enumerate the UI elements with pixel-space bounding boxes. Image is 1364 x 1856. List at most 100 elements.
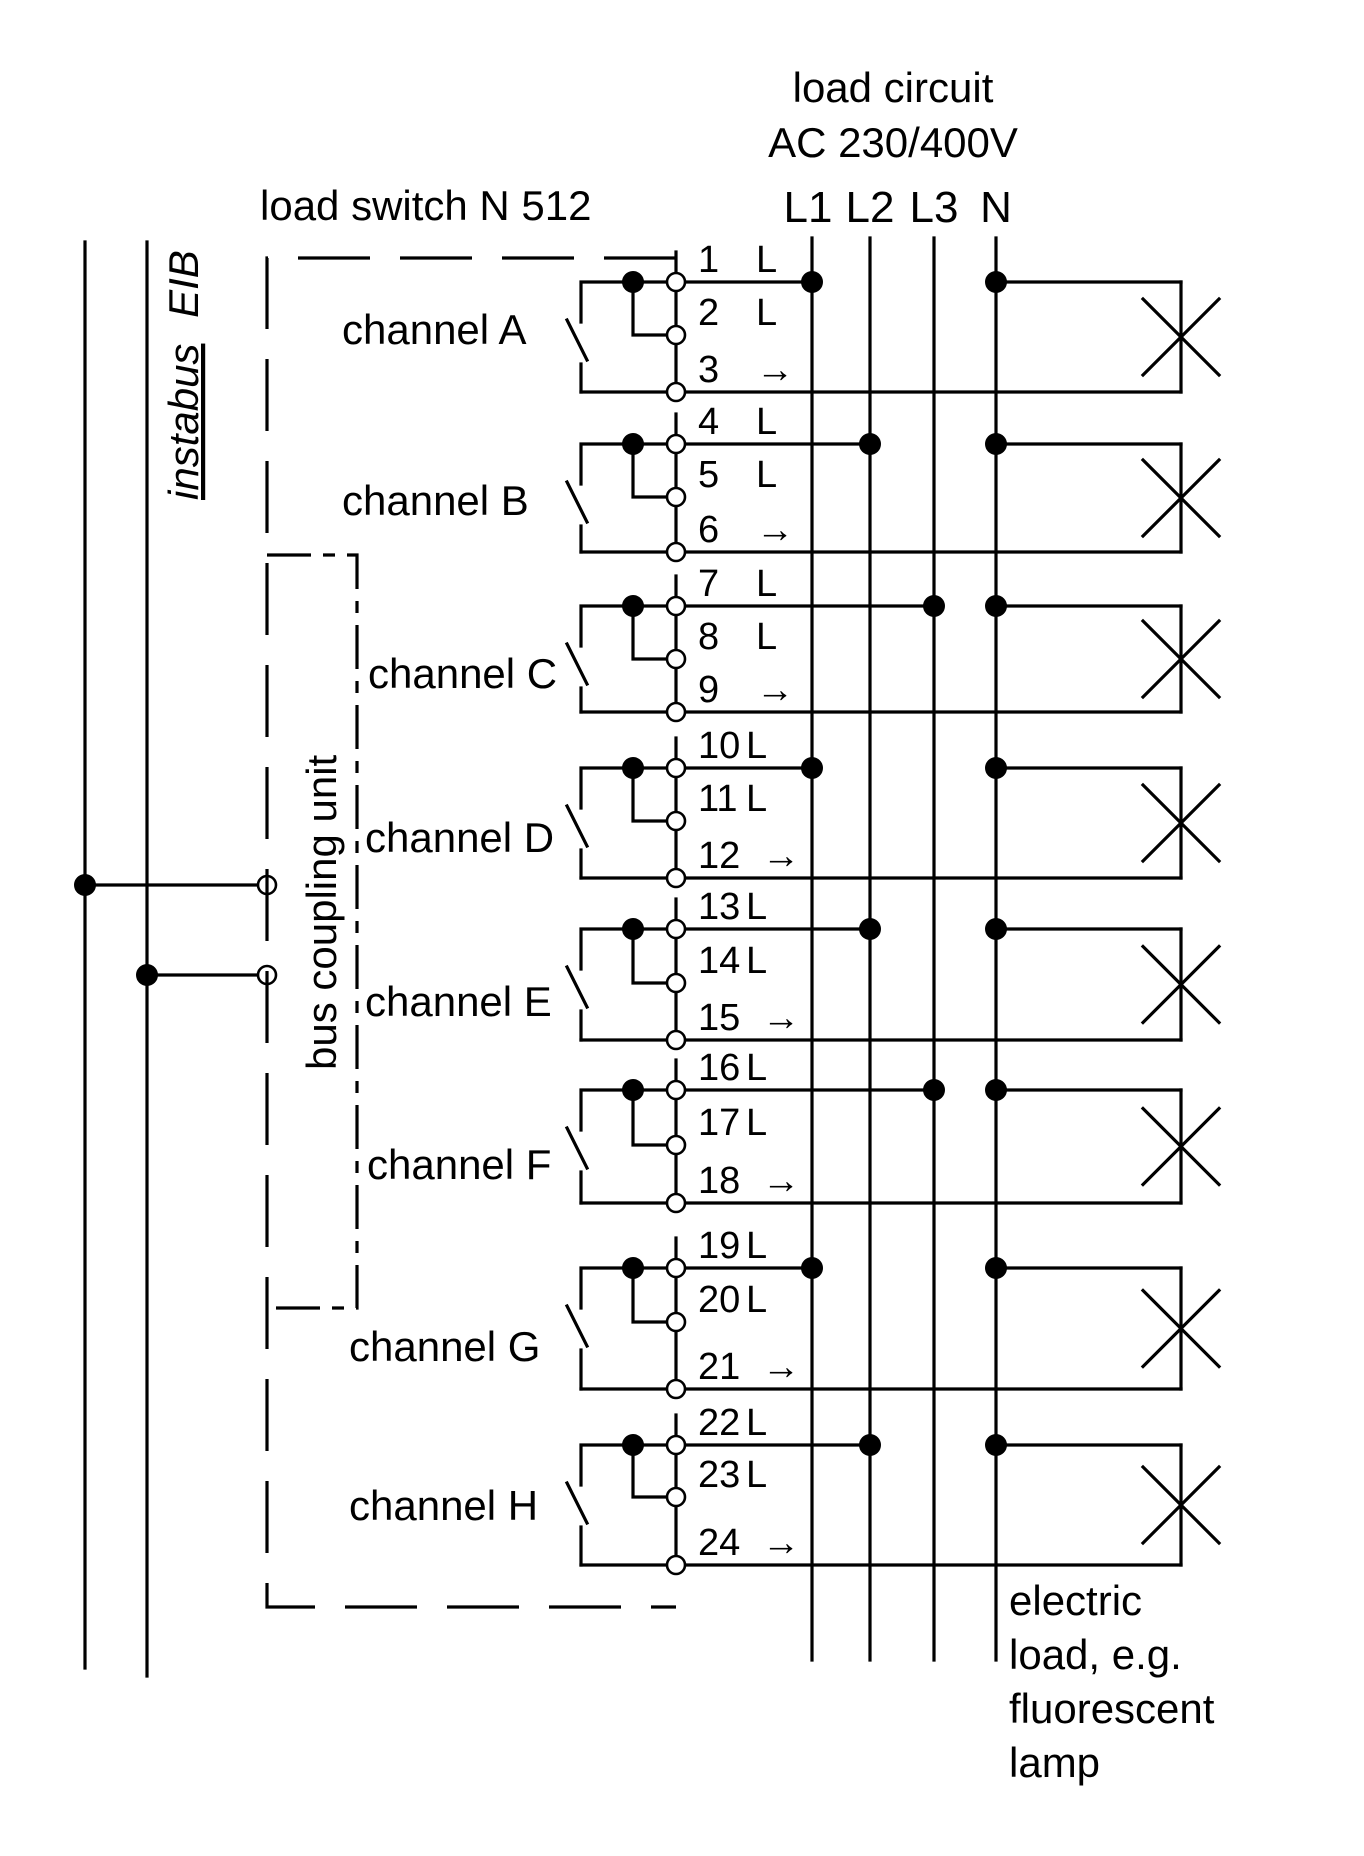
terminal-3 [665,381,687,403]
lamp-icon [1140,618,1222,700]
channel-label: channel H [349,1482,538,1529]
terminal-mark: L [746,1454,767,1496]
lamp-icon [1140,1106,1222,1187]
load-note-line-3: fluorescent [1009,1685,1215,1732]
terminal-number: 2 [698,292,719,334]
bus-label: instabus EIB [160,250,207,500]
switch-contact [564,317,590,363]
channel-label: channel B [342,477,529,524]
bridge-wire [631,442,668,499]
terminal-10 [665,757,687,779]
terminal-13 [665,918,687,940]
terminal-mark: L [756,563,777,605]
bridge-wire [631,280,668,337]
terminal-number: 23 [698,1454,740,1496]
terminal-number: 17 [698,1102,740,1144]
contact-wire-top [579,766,668,810]
bus-label-instabus: instabus [160,344,207,500]
load-circuit-voltage: AC 230/400V [768,119,1018,166]
terminal-22 [665,1434,687,1456]
terminal-mark: L [746,1225,767,1267]
output-arrow-icon: → [762,1160,800,1202]
terminal-16 [665,1079,687,1101]
phase-label-l3: L3 [910,183,959,232]
terminal-number: 24 [698,1522,740,1564]
load-circuit-title: load circuit [793,64,994,111]
terminal-17 [665,1134,687,1156]
bridge-wire [631,1266,668,1324]
terminal-number: 3 [698,349,719,391]
phase-label-l1: L1 [784,183,833,232]
lamp-icon [1140,1464,1222,1546]
load-switch-title: load switch N 512 [260,182,592,229]
terminal-14 [665,972,687,994]
terminal-15 [665,1029,687,1051]
terminal-number: 9 [698,669,719,711]
phase-label-n: N [980,183,1012,232]
bus-coupling-unit-label: bus coupling unit [298,754,345,1070]
channel-label: channel D [365,814,554,861]
terminal-5 [665,486,687,508]
svg-text:instabus EIB: instabus EIB [160,250,207,500]
lamp-icon [1140,1288,1222,1369]
bus-junction-1 [74,874,96,896]
terminal-number: 8 [698,616,719,658]
load-note: electric load, e.g. fluorescent lamp [1009,1577,1226,1786]
contact-wire-top [579,1266,668,1310]
contact-wire-top [579,280,668,324]
output-arrow-icon: → [762,997,800,1039]
terminal-mark: L [746,725,767,767]
load-note-line-1: electric [1009,1577,1142,1624]
terminal-4 [665,433,687,455]
output-arrow-icon: → [756,349,794,391]
lamp-icon [1140,944,1222,1025]
bridge-wire [631,604,668,661]
lamp-icon [1140,296,1222,378]
phase-junction [859,918,881,940]
phase-junction [923,1079,945,1101]
phase-junction [801,271,823,293]
bridge-wire [631,927,668,985]
bus-junction-2 [136,964,158,986]
terminal-19 [665,1257,687,1279]
phase-junction [801,1257,823,1279]
terminal-9 [665,701,687,723]
channel-label: channel E [365,978,552,1025]
contact-wire-top [579,604,668,648]
output-arrow-icon: → [762,1346,800,1388]
output-arrow-icon: → [756,669,794,711]
terminal-12 [665,867,687,889]
load-note-line-2: load, e.g. [1009,1631,1182,1678]
terminal-mark: L [756,616,777,658]
terminal-number: 15 [698,997,740,1039]
phase-junction [859,1434,881,1456]
phase-junction [923,595,945,617]
terminal-11 [665,810,687,832]
terminal-7 [665,595,687,617]
bus-coupling-label-group: bus coupling unit [298,754,345,1070]
channel-label: channel F [367,1141,551,1188]
contact-wire-top [579,442,668,486]
terminal-number: 5 [698,454,719,496]
switch-contact [564,1303,590,1349]
terminal-number: 13 [698,886,740,928]
switch-contact [564,1125,590,1171]
terminal-mark: L [756,292,777,334]
terminal-number: 11 [698,778,737,820]
bridge-wire [631,1443,668,1499]
terminal-number: 1 [698,239,719,281]
contact-wire-top [579,927,668,971]
bridge-wire [631,766,668,823]
terminal-mark: L [756,454,777,496]
lamp-icon [1140,457,1222,539]
terminal-6 [665,541,687,563]
terminal-number: 19 [698,1225,740,1267]
terminal-2 [665,324,687,346]
